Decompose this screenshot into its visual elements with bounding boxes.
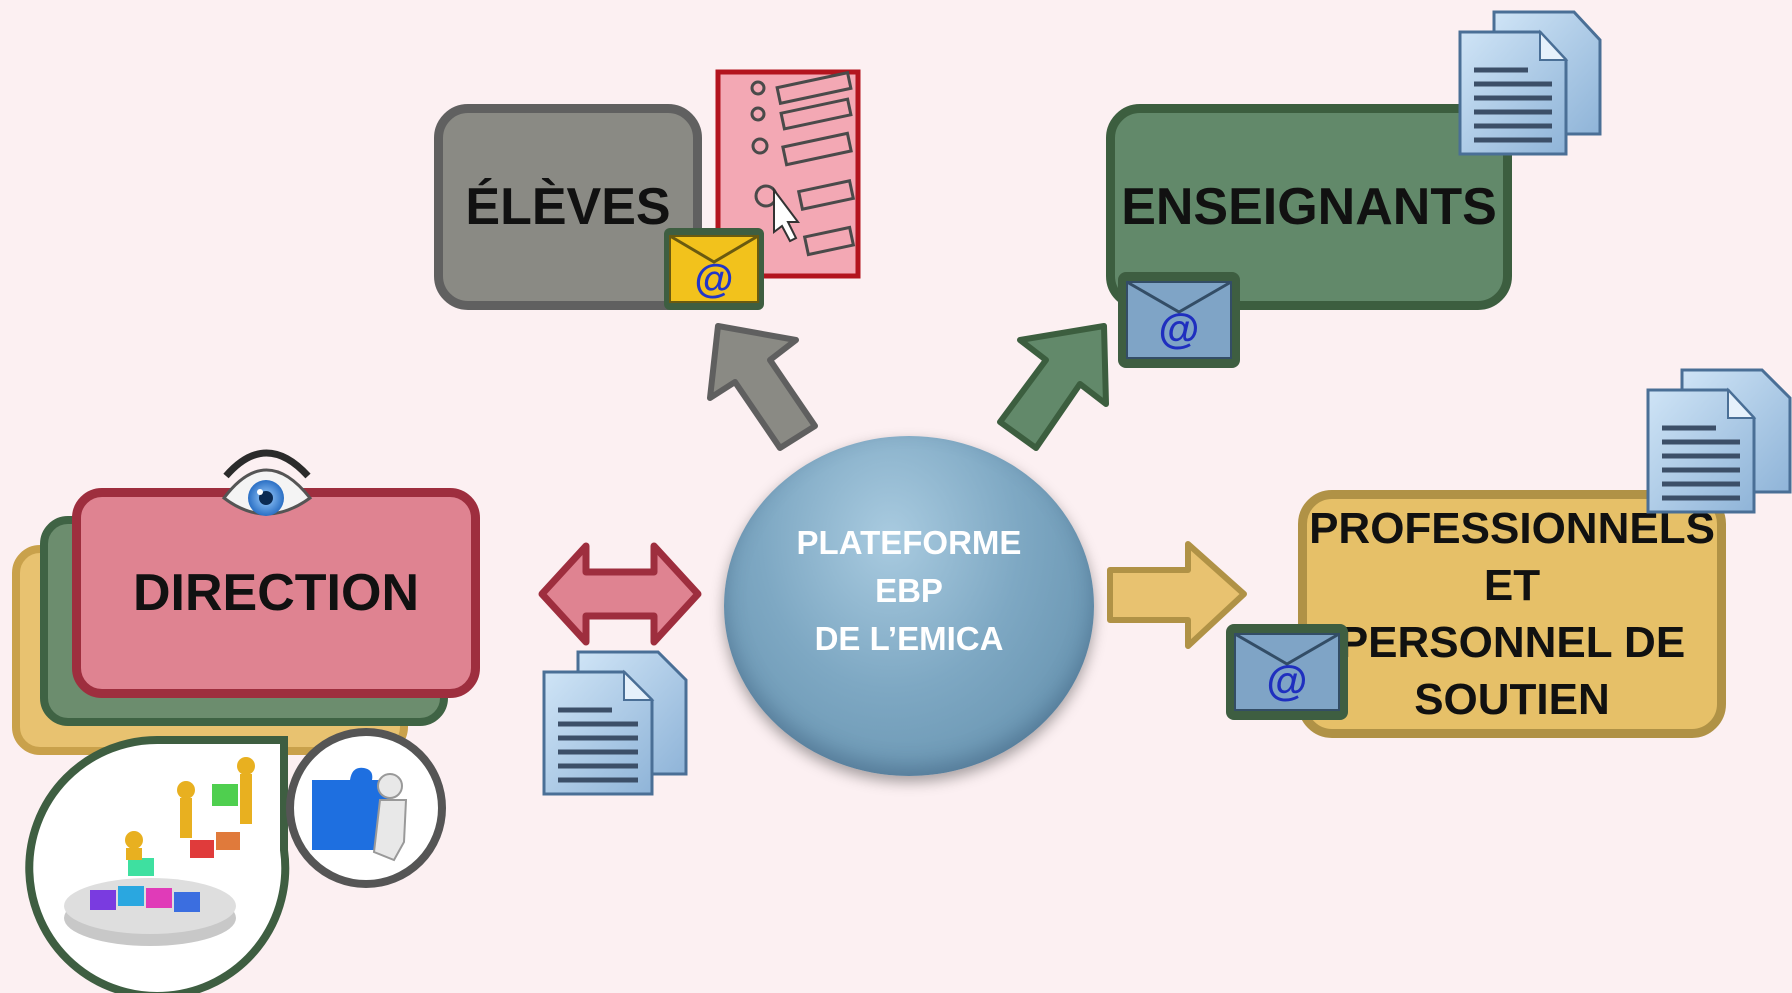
eye-icon (221, 449, 313, 516)
eleves-envelope-at: @ (694, 257, 733, 301)
enseignants-node: ENSEIGNANTS (1106, 104, 1512, 310)
direction-label: DIRECTION (133, 564, 419, 622)
enseignants-label: ENSEIGNANTS (1121, 178, 1497, 236)
direction-documents-icon (542, 650, 688, 796)
eleves-label: ÉLÈVES (465, 178, 671, 236)
professionnels-documents-icon (1646, 368, 1792, 514)
enseignants-envelope-icon: @ (1118, 272, 1240, 368)
double-arrow-direction-platform (538, 542, 702, 646)
professionnels-envelope-icon: @ (1226, 624, 1348, 720)
enseignants-documents-icon (1458, 10, 1602, 156)
professionnels-label-line4: SOUTIEN (1414, 675, 1610, 724)
platform-label-line1: PLATEFORME (796, 524, 1022, 561)
eleves-node: ÉLÈVES (434, 104, 702, 310)
eleves-envelope-icon: @ (664, 228, 764, 310)
professionnels-envelope-at: @ (1267, 657, 1308, 704)
puzzle-carrier-image (286, 728, 446, 888)
arrow-to-eleves (707, 323, 818, 451)
professionnels-label-line2: ET (1483, 561, 1541, 610)
professionnels-label-line3: PERSONNEL DE (1338, 618, 1686, 667)
professionnels-node: PROFESSIONNELS ET PERSONNEL DE SOUTIEN (1298, 490, 1726, 738)
platform-label-line2: EBP (875, 572, 943, 609)
puzzle-teamwork-image (25, 735, 290, 993)
enseignants-envelope-at: @ (1159, 305, 1200, 352)
platform-label-line3: DE L’EMICA (814, 620, 1004, 657)
arrow-to-professionnels (1107, 541, 1247, 649)
platform-node: PLATEFORME EBP DE L’EMICA (724, 436, 1094, 776)
arrow-to-enseignants (997, 323, 1109, 451)
